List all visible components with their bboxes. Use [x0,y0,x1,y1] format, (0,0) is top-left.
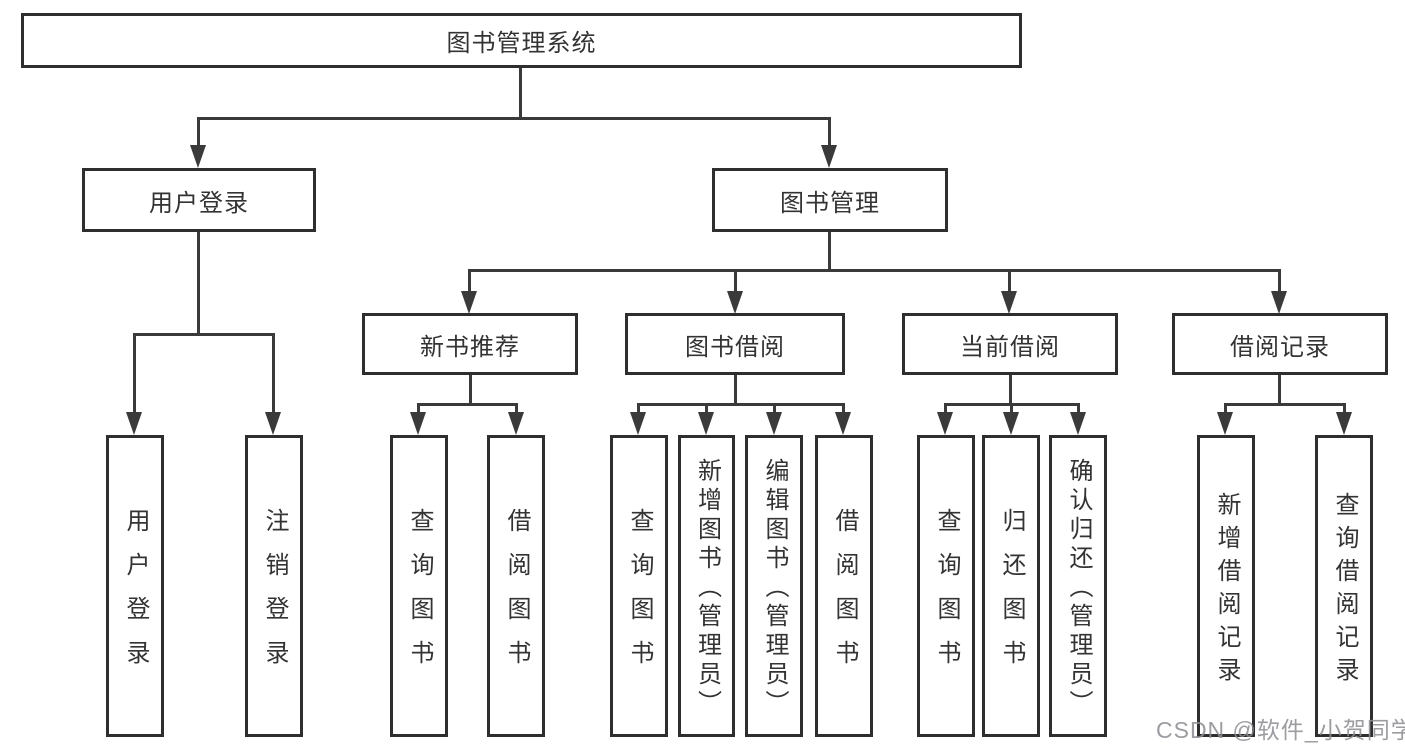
arrow-down-icon [1001,291,1017,314]
connector-line [1077,403,1080,414]
leaf-label: 借阅图书 [503,508,530,684]
leaf-query-borrow-record: 查询借阅记录 [1315,435,1373,737]
node-label: 借阅记录 [1230,333,1330,361]
arrow-down-icon [821,145,837,168]
connector-line [1224,403,1345,406]
node-label: 图书借阅 [685,333,785,361]
leaf-confirm-return-admin: 确认归还（管理员） [1049,435,1107,737]
connector-line [705,403,708,414]
connector-line [197,117,200,147]
connector-line [469,375,472,406]
node-user-login: 用户登录 [82,168,316,232]
arrow-down-icon [508,412,524,435]
leaf-label: 确认归还（管理员） [1065,458,1092,719]
arrow-down-icon [698,412,714,435]
connector-line [519,68,522,119]
node-book-management: 图书管理 [712,168,948,232]
connector-line [133,333,136,413]
leaf-label: 查询图书 [626,508,653,684]
node-book-borrow: 图书借阅 [625,313,845,375]
leaf-label: 编辑图书（管理员） [761,458,788,719]
leaf-label: 查询借阅记录 [1331,491,1358,690]
connector-line [468,269,471,293]
arrow-down-icon [630,412,646,435]
connector-line [272,333,275,413]
arrow-down-icon [190,145,206,168]
arrow-down-icon [1070,412,1086,435]
leaf-user-login: 用户登录 [106,435,164,737]
connector-line [1278,375,1281,406]
node-label: 图书管理 [780,189,880,217]
arrow-down-icon [766,412,782,435]
leaf-label: 新增图书（管理员） [693,458,721,719]
connector-line [1278,269,1281,293]
node-current-borrow: 当前借阅 [902,313,1118,375]
node-label: 用户登录 [149,189,249,217]
connector-line [734,269,737,293]
node-borrow-record: 借阅记录 [1172,313,1388,375]
arrow-down-icon [937,412,953,435]
connector-line [133,333,275,336]
arrow-down-icon [265,412,281,435]
arrow-down-icon [1271,291,1287,314]
leaf-return-books: 归还图书 [982,435,1040,737]
connector-line [734,375,737,406]
leaf-label: 新增借阅记录 [1213,491,1240,690]
leaf-edit-book-admin: 编辑图书（管理员） [745,435,803,737]
node-root: 图书管理系统 [21,13,1022,68]
connector-line [1224,403,1227,414]
connector-line [637,403,640,414]
connector-line [828,232,831,272]
node-label: 当前借阅 [960,333,1060,361]
arrow-down-icon [410,412,426,435]
connector-line [198,117,831,120]
arrow-down-icon [835,412,851,435]
leaf-logout: 注销登录 [245,435,303,737]
arrow-down-icon [126,412,142,435]
leaf-label: 用户登录 [122,508,149,684]
connector-line [1008,269,1011,293]
connector-line [944,403,947,414]
leaf-label: 查询图书 [933,508,960,684]
watermark: CSDN @软件_小贺同学 [1156,717,1405,743]
arrow-down-icon [1336,412,1352,435]
node-new-book-recommend: 新书推荐 [362,313,578,375]
leaf-label: 归还图书 [998,508,1025,684]
node-label: 新书推荐 [420,333,520,361]
node-label: 图书管理系统 [446,30,597,57]
connector-line [468,269,1281,272]
connector-line [773,403,776,414]
arrow-down-icon [1217,412,1233,435]
connector-line [1343,403,1346,414]
leaf-add-borrow-record: 新增借阅记录 [1197,435,1255,737]
connector-line [417,403,420,414]
leaf-query-books-borrow: 查询图书 [610,435,668,737]
leaf-borrow-books-borrow: 借阅图书 [815,435,873,737]
arrow-down-icon [1003,412,1019,435]
arrow-down-icon [461,291,477,314]
connector-line [515,403,518,414]
connector-line [197,232,200,336]
leaf-label: 借阅图书 [831,508,858,684]
leaf-borrow-books-newbook: 借阅图书 [487,435,545,737]
arrow-down-icon [727,291,743,314]
leaf-label: 注销登录 [261,508,288,684]
leaf-label: 查询图书 [406,508,433,684]
leaf-add-book-admin: 新增图书（管理员） [678,435,735,737]
leaf-query-books-newbook: 查询图书 [390,435,448,737]
connector-line [417,403,518,406]
leaf-query-books-current: 查询图书 [917,435,975,737]
connector-line [828,117,831,147]
connector-line [1010,403,1013,414]
connector-line [637,403,845,406]
connector-line [1009,375,1012,406]
connector-line [842,403,845,414]
